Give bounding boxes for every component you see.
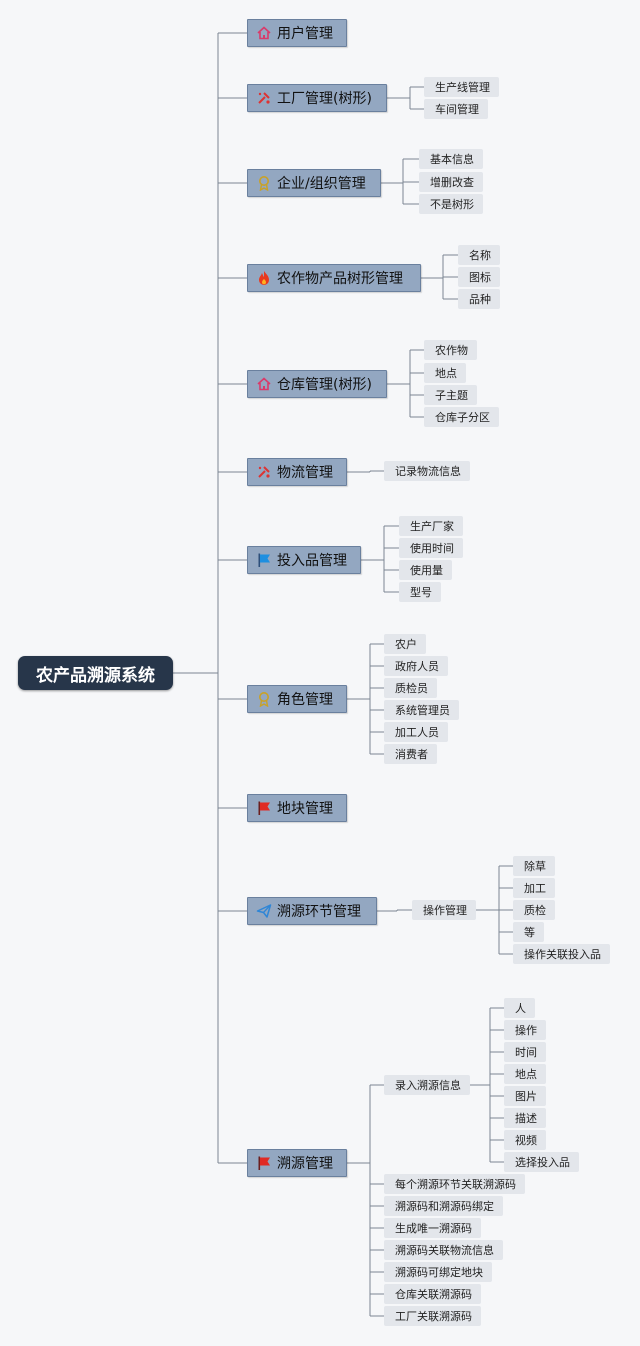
leaf-topic[interactable]: 消费者	[384, 744, 437, 764]
branch-label: 投入品管理	[277, 553, 347, 569]
leaf-topic[interactable]: 记录物流信息	[384, 461, 470, 481]
leaf-topic[interactable]: 描述	[504, 1108, 546, 1128]
leaf-topic[interactable]: 工厂关联溯源码	[384, 1306, 481, 1326]
root-topic[interactable]: 农产品溯源系统	[18, 656, 173, 690]
leaf-topic[interactable]: 溯源码可绑定地块	[384, 1262, 492, 1282]
leaf-topic[interactable]: 视频	[504, 1130, 546, 1150]
tools-icon	[256, 464, 272, 480]
leaf-topic[interactable]: 地点	[504, 1064, 546, 1084]
branch-topic-10[interactable]: 溯源管理	[247, 1149, 347, 1177]
leaf-topic[interactable]: 人	[504, 998, 535, 1018]
tools-icon	[256, 90, 272, 106]
leaf-topic[interactable]: 生产线管理	[424, 77, 499, 97]
branch-label: 溯源环节管理	[277, 904, 361, 920]
badge-icon	[256, 691, 272, 708]
branch-topic-1[interactable]: 工厂管理(树形)	[247, 84, 387, 112]
branch-label: 角色管理	[277, 692, 333, 708]
branch-topic-4[interactable]: 仓库管理(树形)	[247, 370, 387, 398]
leaf-topic[interactable]: 质检员	[384, 678, 437, 698]
leaf-topic[interactable]: 型号	[399, 582, 441, 602]
leaf-topic[interactable]: 时间	[504, 1042, 546, 1062]
leaf-topic[interactable]: 溯源码和溯源码绑定	[384, 1196, 503, 1216]
leaf-topic[interactable]: 品种	[458, 289, 500, 309]
branch-topic-0[interactable]: 用户管理	[247, 19, 347, 47]
branch-topic-7[interactable]: 角色管理	[247, 685, 347, 713]
branch-topic-5[interactable]: 物流管理	[247, 458, 347, 486]
leaf-topic[interactable]: 溯源码关联物流信息	[384, 1240, 503, 1260]
branch-label: 用户管理	[277, 26, 333, 42]
branch-label: 物流管理	[277, 465, 333, 481]
branch-topic-6[interactable]: 投入品管理	[247, 546, 361, 574]
leaf-topic[interactable]: 子主题	[424, 385, 477, 405]
leaf-topic[interactable]: 质检	[513, 900, 555, 920]
fire-icon	[256, 270, 272, 286]
leaf-topic[interactable]: 等	[513, 922, 544, 942]
leaf-topic[interactable]: 图片	[504, 1086, 546, 1106]
leaf-topic[interactable]: 不是树形	[419, 194, 483, 214]
branch-label: 农作物产品树形管理	[277, 271, 403, 287]
leaf-topic[interactable]: 车间管理	[424, 99, 488, 119]
sub-topic[interactable]: 操作管理	[412, 900, 476, 920]
leaf-topic[interactable]: 选择投入品	[504, 1152, 579, 1172]
leaf-topic[interactable]: 农作物	[424, 340, 477, 360]
leaf-topic[interactable]: 政府人员	[384, 656, 448, 676]
leaf-topic[interactable]: 使用时间	[399, 538, 463, 558]
leaf-topic[interactable]: 地点	[424, 363, 466, 383]
branch-label: 工厂管理(树形)	[277, 91, 372, 107]
branch-topic-9[interactable]: 溯源环节管理	[247, 897, 377, 925]
house-icon	[256, 376, 272, 392]
leaf-topic[interactable]: 生成唯一溯源码	[384, 1218, 481, 1238]
branch-label: 企业/组织管理	[277, 176, 366, 192]
branch-label: 溯源管理	[277, 1156, 333, 1172]
leaf-topic[interactable]: 加工人员	[384, 722, 448, 742]
leaf-topic[interactable]: 基本信息	[419, 149, 483, 169]
leaf-topic[interactable]: 使用量	[399, 560, 452, 580]
leaf-topic[interactable]: 仓库关联溯源码	[384, 1284, 481, 1304]
branch-topic-8[interactable]: 地块管理	[247, 794, 347, 822]
blue-flag-icon	[256, 552, 272, 568]
leaf-topic[interactable]: 每个溯源环节关联溯源码	[384, 1174, 525, 1194]
leaf-topic[interactable]: 农户	[384, 634, 426, 654]
branch-topic-2[interactable]: 企业/组织管理	[247, 169, 381, 197]
send-icon	[256, 903, 272, 919]
sub-topic[interactable]: 录入溯源信息	[384, 1075, 470, 1095]
red-flag-icon	[256, 1155, 272, 1171]
house-icon	[256, 25, 272, 41]
branch-topic-3[interactable]: 农作物产品树形管理	[247, 264, 421, 292]
leaf-topic[interactable]: 操作关联投入品	[513, 944, 610, 964]
leaf-topic[interactable]: 名称	[458, 245, 500, 265]
red-flag-icon	[256, 800, 272, 816]
branch-label: 仓库管理(树形)	[277, 377, 372, 393]
branch-label: 地块管理	[277, 801, 333, 817]
leaf-topic[interactable]: 加工	[513, 878, 555, 898]
leaf-topic[interactable]: 系统管理员	[384, 700, 459, 720]
leaf-topic[interactable]: 除草	[513, 856, 555, 876]
leaf-topic[interactable]: 增删改查	[419, 172, 483, 192]
leaf-topic[interactable]: 仓库子分区	[424, 407, 499, 427]
leaf-topic[interactable]: 图标	[458, 267, 500, 287]
leaf-topic[interactable]: 生产厂家	[399, 516, 463, 536]
badge-icon	[256, 175, 272, 192]
leaf-topic[interactable]: 操作	[504, 1020, 546, 1040]
